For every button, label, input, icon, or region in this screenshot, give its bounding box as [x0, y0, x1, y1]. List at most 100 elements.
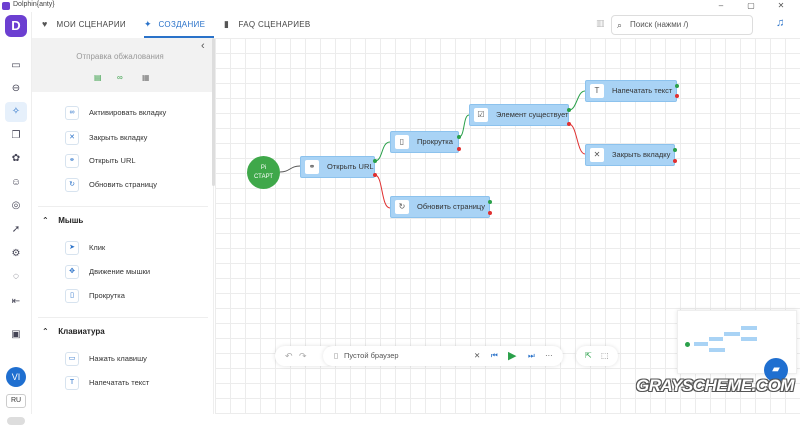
node-close-tab-success-port[interactable] [673, 148, 677, 152]
document-icon[interactable]: ▦ [142, 73, 150, 82]
book-icon: ▮ [224, 19, 230, 29]
panel-header: Отправка обжалования ▤ ∞ ▦ ‹ [32, 38, 213, 92]
minimap-node [694, 342, 708, 346]
wire-openurl-refresh [374, 174, 391, 209]
brand-logo[interactable]: D [5, 15, 27, 37]
node-scroll[interactable]: ▯ Прокрутка [390, 131, 459, 153]
maximize-button[interactable]: ▢ [747, 1, 755, 10]
move-icon: ✥ [65, 265, 79, 279]
element-check-icon: ☑ [474, 108, 488, 122]
settings-icon[interactable]: ⚙ [11, 248, 21, 259]
section-keyboard[interactable]: ⌃ Клавиатура [38, 317, 208, 345]
node-scroll-success-port[interactable] [457, 135, 461, 139]
wire-scroll-element [458, 114, 470, 138]
node-element-fail-port[interactable] [567, 122, 571, 126]
more-options-icon[interactable]: ⋯ [545, 351, 553, 360]
canvas-tools: ⇱ ⬚ [576, 346, 618, 366]
chat-support-button[interactable]: ▰ [764, 358, 788, 382]
node-type-text-success-port[interactable] [675, 84, 679, 88]
node-refresh-page[interactable]: ↻ Обновить страницу [390, 196, 490, 218]
node-element-exists[interactable]: ☑ Элемент существует [469, 104, 569, 126]
watermark: GRAYSCHEME.COM [636, 376, 794, 395]
node-type-text[interactable]: T Напечатать текст [585, 80, 677, 102]
wire-openurl-scroll [374, 141, 391, 162]
copy-icon[interactable]: ❐ [11, 130, 21, 141]
tab-faq[interactable]: ▮ FAQ СЦЕНАРИЕВ [224, 12, 311, 38]
text-icon: T [590, 84, 604, 98]
wire-element-typetext [568, 90, 586, 111]
browser-profiles-icon[interactable]: ▭ [11, 60, 21, 71]
language-switch[interactable]: RU [6, 394, 26, 408]
rocket-icon[interactable]: ➚ [11, 224, 21, 235]
start-node-label: СТАРТ [254, 174, 273, 180]
keyboard-icon: ▭ [65, 352, 79, 366]
undo-icon[interactable]: ↶ [285, 351, 293, 361]
close-window-button[interactable]: ✕ [777, 1, 785, 10]
theme-toggle[interactable] [7, 417, 25, 425]
play-icon[interactable]: ▶ [508, 350, 517, 362]
window-titlebar: Dolphin{anty} – ▢ ✕ [0, 0, 800, 12]
node-refresh-success-port[interactable] [488, 200, 492, 204]
wallet-icon[interactable]: ▣ [11, 329, 21, 340]
node-refresh-fail-port[interactable] [488, 211, 492, 215]
node-element-success-port[interactable] [567, 108, 571, 112]
select-cursor-icon[interactable]: ⇱ [585, 351, 592, 360]
link-icon[interactable]: ∞ [117, 73, 123, 82]
node-close-tab-fail-port[interactable] [673, 159, 677, 163]
node-scroll-fail-port[interactable] [457, 147, 461, 151]
logout-icon[interactable]: ⇤ [11, 296, 21, 307]
browser-select[interactable]: Пустой браузер [344, 351, 399, 360]
run-toolbar: ▯ Пустой браузер ✕ ⏮ ▶ ⏭ ⋯ [323, 346, 563, 366]
api-icon[interactable]: ◎ [11, 200, 21, 211]
proxy-link-icon[interactable]: ⊖ [11, 83, 21, 94]
app-sidebar: D ▭ ⊖ ✧ ❐ ✿ ☺ ◎ ➚ ⚙ ◌ ⇤ ▣ VI RU [0, 12, 32, 425]
frame-select-icon[interactable]: ⬚ [601, 351, 609, 360]
redo-icon[interactable]: ↷ [299, 351, 307, 361]
node-type-text-fail-port[interactable] [675, 94, 679, 98]
chevron-up-icon: ⌃ [42, 216, 49, 225]
link-icon: ⚭ [65, 154, 79, 168]
node-open-url-success-port[interactable] [373, 159, 377, 163]
scenarios-icon[interactable]: ✧ [5, 102, 27, 122]
trash-icon[interactable]: ▥ [596, 18, 605, 28]
link-icon: ⚭ [305, 160, 319, 174]
collapse-panel-icon[interactable]: ‹ [201, 40, 205, 52]
magic-wand-icon: ✦ [144, 19, 152, 29]
heart-icon: ♥ [42, 19, 48, 29]
minimize-button[interactable]: – [718, 1, 724, 10]
node-close-tab[interactable]: ✕ Закрыть вкладку [585, 144, 675, 166]
bulb-icon[interactable]: ◌ [13, 271, 19, 282]
user-avatar[interactable]: VI [6, 367, 26, 387]
notifications-bell-icon[interactable]: ♫ [776, 17, 785, 29]
users-icon[interactable]: ☺ [10, 177, 22, 188]
panel-header-title: Отправка обжалования [76, 52, 164, 61]
scroll-icon: ▯ [65, 289, 79, 303]
node-open-url[interactable]: ⚭ Открыть URL [300, 156, 375, 178]
section-mouse[interactable]: ⌃ Мышь [38, 206, 208, 234]
minimap-node [724, 332, 740, 336]
search-icon: ⌕ [617, 20, 623, 30]
scenario-canvas[interactable]: Pi СТАРТ ⚭ Открыть URL ▯ Прокрутка ↻ Обн… [215, 38, 800, 414]
wire-start-openurl [279, 165, 301, 173]
step-forward-icon[interactable]: ⏭ [528, 351, 535, 360]
clear-browser-icon[interactable]: ✕ [474, 351, 481, 360]
tab-create[interactable]: ✦ СОЗДАНИЕ [144, 12, 214, 38]
search-input[interactable]: ⌕ Поиск (нажми /) [611, 15, 753, 35]
link-icon: ∞ [65, 106, 79, 120]
extensions-icon[interactable]: ✿ [11, 153, 21, 164]
save-icon[interactable]: ▤ [94, 73, 102, 82]
history-toolbar: ↶ ↷ [275, 346, 335, 366]
tab-my-scenarios[interactable]: ♥ МОИ СЦЕНАРИИ [42, 12, 126, 38]
panel-scrollbar[interactable] [212, 38, 215, 186]
start-node-icon: Pi [260, 165, 267, 171]
minimap-node [709, 337, 723, 341]
minimap-node [741, 326, 757, 330]
minimap-node [741, 337, 757, 341]
app-logo-icon [2, 2, 10, 10]
start-node[interactable]: Pi СТАРТ [247, 156, 280, 189]
chevron-up-icon: ⌃ [42, 327, 49, 336]
close-icon: ✕ [65, 131, 79, 145]
refresh-icon: ↻ [395, 200, 409, 214]
node-open-url-fail-port[interactable] [373, 173, 377, 177]
skip-back-icon[interactable]: ⏮ [491, 351, 498, 360]
